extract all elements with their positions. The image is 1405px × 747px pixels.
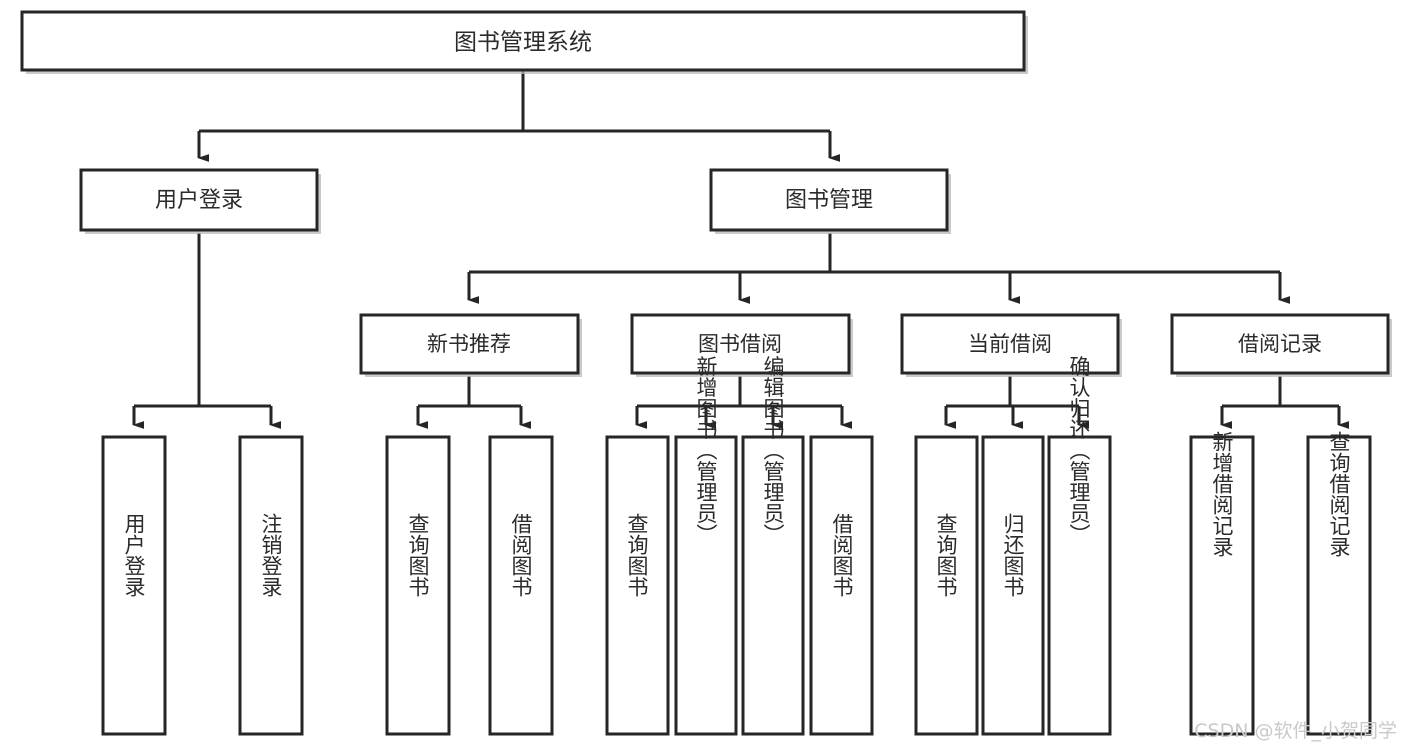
- leaf-borrow-book-1-box: [488, 435, 554, 736]
- book-management-label: 图书管理: [785, 188, 873, 213]
- node-borrow-record[interactable]: 借阅记录: [1170, 313, 1392, 377]
- leaf-return-book[interactable]: 归还图书: [981, 435, 1045, 736]
- borrow-record-label: 借阅记录: [1238, 332, 1322, 356]
- leaf-add-record-box: [1189, 435, 1255, 736]
- leaf-query-book-1-box: [385, 435, 451, 736]
- leaf-edit-book-label: 编辑图书（管理员）: [761, 356, 785, 545]
- current-borrow-label: 当前借阅: [968, 332, 1052, 356]
- leaf-logout-login[interactable]: 注销登录: [238, 435, 304, 736]
- leaf-borrow-book-2-label: 借阅图书: [830, 513, 854, 597]
- leaf-confirm-return[interactable]: 确认归还（管理员）: [1047, 356, 1112, 736]
- new-book-recommend-label: 新书推荐: [427, 332, 511, 356]
- leaf-query-book-2-label: 查询图书: [625, 513, 649, 597]
- current-borrow-box: [900, 313, 1120, 375]
- borrow-record-box: [1170, 313, 1390, 375]
- connector-layer: [132, 71, 1349, 429]
- leaf-query-book-1-label: 查询图书: [406, 513, 430, 597]
- node-root[interactable]: 图书管理系统: [20, 10, 1028, 74]
- leaf-add-record[interactable]: 新增借阅记录: [1189, 431, 1255, 736]
- leaf-query-record[interactable]: 查询借阅记录: [1306, 431, 1372, 736]
- leaf-user-login-box: [101, 435, 167, 736]
- node-book-management[interactable]: 图书管理: [709, 168, 951, 234]
- leaf-logout-login-label: 注销登录: [259, 513, 283, 597]
- node-user-login[interactable]: 用户登录: [79, 168, 321, 234]
- leaf-query-book-1[interactable]: 查询图书: [385, 435, 451, 736]
- leaf-confirm-return-label: 确认归还（管理员）: [1067, 356, 1091, 545]
- leaf-borrow-book-1-label: 借阅图书: [509, 513, 533, 597]
- node-current-borrow[interactable]: 当前借阅: [900, 313, 1122, 377]
- new-book-recommend-box: [359, 313, 580, 375]
- root-box: [20, 10, 1026, 72]
- leaf-borrow-book-1[interactable]: 借阅图书: [488, 435, 554, 736]
- leaf-return-book-box: [981, 435, 1045, 736]
- leaf-logout-login-box: [238, 435, 304, 736]
- leaf-add-book-label: 新增图书（管理员）: [694, 356, 718, 545]
- leaf-query-book-2[interactable]: 查询图书: [605, 435, 670, 736]
- book-borrow-box: [630, 313, 851, 375]
- leaf-borrow-book-2-box: [809, 435, 874, 736]
- leaf-query-book-3[interactable]: 查询图书: [914, 435, 979, 736]
- user-login-label: 用户登录: [155, 188, 243, 213]
- leaf-query-record-label: 查询借阅记录: [1327, 431, 1351, 557]
- leaf-query-book-3-box: [914, 435, 979, 736]
- leaf-add-book-box: [674, 435, 738, 736]
- leaf-query-book-2-box: [605, 435, 670, 736]
- user-login-box: [79, 168, 319, 232]
- leaf-edit-book[interactable]: 编辑图书（管理员）: [741, 356, 805, 736]
- leaf-query-book-3-label: 查询图书: [934, 513, 958, 597]
- leaf-edit-book-box: [741, 435, 805, 736]
- leaf-borrow-book-2[interactable]: 借阅图书: [809, 435, 874, 736]
- leaf-return-book-label: 归还图书: [1001, 513, 1025, 597]
- leaf-query-record-box: [1306, 435, 1372, 736]
- leaf-user-login[interactable]: 用户登录: [101, 435, 167, 736]
- leaf-add-book[interactable]: 新增图书（管理员）: [674, 356, 738, 736]
- leaf-confirm-return-box: [1047, 435, 1112, 736]
- node-new-book-recommend[interactable]: 新书推荐: [359, 313, 582, 377]
- node-book-borrow[interactable]: 图书借阅: [630, 313, 853, 377]
- book-borrow-label: 图书借阅: [698, 332, 782, 356]
- root-label: 图书管理系统: [454, 30, 592, 56]
- leaf-add-record-label: 新增借阅记录: [1210, 431, 1234, 557]
- leaf-user-login-label: 用户登录: [122, 513, 146, 597]
- book-management-box: [709, 168, 949, 232]
